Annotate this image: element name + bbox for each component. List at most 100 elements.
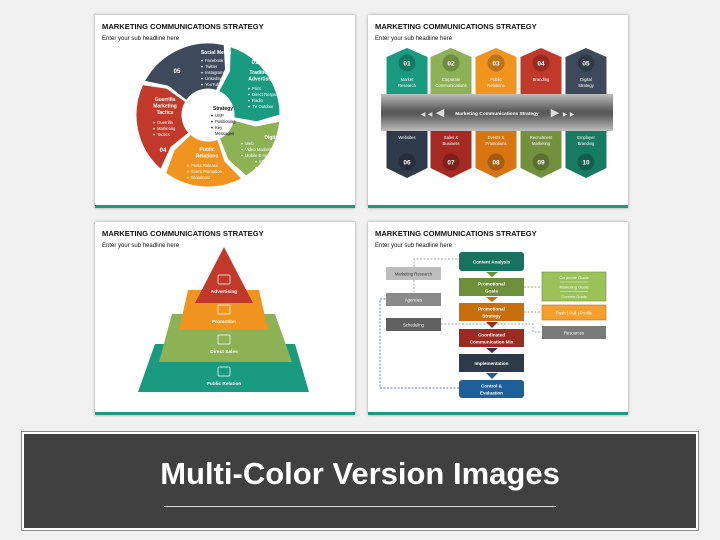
- bullet-dot: [255, 166, 257, 169]
- tab-label: Digital: [580, 77, 592, 82]
- bullet-dot: [201, 59, 203, 62]
- flow-step-label: Goals: [485, 288, 498, 293]
- arrow-right-icon: ▶: [570, 112, 575, 118]
- segment-bullet: Mobile E-marketing: [245, 153, 282, 158]
- number-circle: [442, 153, 460, 171]
- footer-bar: [95, 205, 355, 208]
- bullet-dot: [211, 120, 213, 123]
- flow-step: [459, 303, 524, 321]
- segment-bullet: SEM: [259, 165, 269, 170]
- tab-label: Websites: [398, 135, 415, 140]
- hex-tab-01: [386, 48, 428, 97]
- connector: [441, 323, 542, 333]
- bullet-dot: [201, 65, 203, 68]
- bullet-dot: [248, 105, 250, 108]
- bullet-dot: [241, 148, 243, 151]
- bullet-dot: [201, 71, 203, 74]
- number-circle: [487, 153, 505, 171]
- segment-title: Traditional: [249, 70, 275, 76]
- flow-step-label: Promotional: [478, 307, 505, 312]
- goal-label: Corporate Goals: [559, 275, 588, 280]
- segment-bullet: Print: [252, 86, 261, 91]
- tab-number: 09: [537, 160, 545, 167]
- bullet-dot: [153, 121, 155, 124]
- wheel-segment-01: [217, 45, 281, 123]
- hex-tab-04: [520, 48, 562, 97]
- banner: Multi-Color Version Images: [21, 431, 699, 531]
- segment-number: 03: [230, 183, 237, 189]
- bar-label: Marketing Communications Strategy: [455, 111, 539, 117]
- hex-tab-02: [430, 48, 472, 97]
- segment-title: Tactics: [157, 110, 174, 116]
- flow-step-label: Control &: [481, 384, 503, 389]
- resources-label: Resources: [564, 331, 584, 336]
- segment-bullet: Broadcast: [191, 175, 211, 180]
- slide-title: MARKETING COMMUNICATIONS STRATEGY: [102, 229, 264, 238]
- down-arrow-icon: [486, 373, 498, 379]
- hex-tab-07: [430, 128, 472, 178]
- number-circle: [577, 153, 595, 171]
- pyramid-label: Direct Sales: [210, 349, 238, 355]
- wheel-segment-05: [143, 42, 227, 102]
- flow-step-label: Coordinated: [478, 333, 505, 338]
- side-box-label: Scheduling: [403, 322, 424, 327]
- push-label: Push | Pull | Profile: [556, 311, 593, 316]
- tab-number: 07: [447, 160, 455, 167]
- hex-tab-06: [386, 128, 428, 178]
- segment-bullet: Direct Response: [252, 92, 284, 97]
- flow-step: [459, 380, 524, 398]
- center-bullet: Positioning: [215, 119, 236, 124]
- hex-tab-05: [565, 48, 607, 97]
- footer-bar: [368, 412, 628, 415]
- tab-label: Business: [443, 141, 460, 146]
- tab-label: Relations: [487, 83, 504, 88]
- slide-title: MARKETING COMMUNICATIONS STRATEGY: [102, 22, 264, 31]
- down-arrow-icon: [486, 322, 498, 328]
- number-circle: [532, 153, 550, 171]
- segment-number: 05: [174, 69, 181, 75]
- wheel-segment-03: [165, 133, 243, 188]
- tab-label: Research: [398, 83, 417, 88]
- bullet-dot: [153, 133, 155, 136]
- arrow-left-icon: ◀: [421, 112, 426, 118]
- segment-title: Social Media: [201, 50, 232, 56]
- tab-number: 04: [537, 61, 545, 68]
- side-box: [386, 267, 441, 280]
- segment-number: 02: [288, 127, 295, 133]
- segment-bullet: Guerrilla: [157, 120, 173, 125]
- segment-bullet: Press Release: [191, 163, 219, 168]
- tab-number: 10: [582, 160, 590, 167]
- tab-label: Strategy: [578, 83, 595, 88]
- segment-title: Digital: [264, 135, 280, 141]
- segment-bullet: Facebook: [205, 58, 224, 63]
- bullet-dot: [255, 160, 257, 163]
- tab-label: Market: [401, 77, 415, 82]
- arrow-left-icon: ◀: [428, 112, 433, 118]
- bullet-dot: [187, 170, 189, 173]
- push-box: [541, 304, 607, 321]
- tab-label: Sales &: [444, 135, 459, 140]
- segment-title: Public: [199, 147, 214, 153]
- wheel-segment-04: [135, 84, 190, 171]
- down-arrow-icon: [486, 297, 498, 302]
- presentation-icon: [217, 366, 231, 377]
- number-circle: [398, 54, 416, 72]
- goal-label: Comms Goals: [561, 294, 586, 299]
- tab-label: Promotions: [485, 141, 506, 146]
- bullet-dot: [248, 99, 250, 102]
- segment-title: Marketing: [153, 104, 177, 110]
- bullet-dot: [187, 176, 189, 179]
- tab-number: 06: [403, 160, 411, 167]
- connector: [413, 258, 459, 267]
- slide-title: MARKETING COMMUNICATIONS STRATEGY: [375, 229, 537, 238]
- segment-bullet: Twitter: [205, 64, 218, 69]
- bullet-dot: [201, 77, 203, 80]
- tab-number: 08: [492, 160, 500, 167]
- number-circle: [577, 54, 595, 72]
- bullet-dot: [153, 127, 155, 130]
